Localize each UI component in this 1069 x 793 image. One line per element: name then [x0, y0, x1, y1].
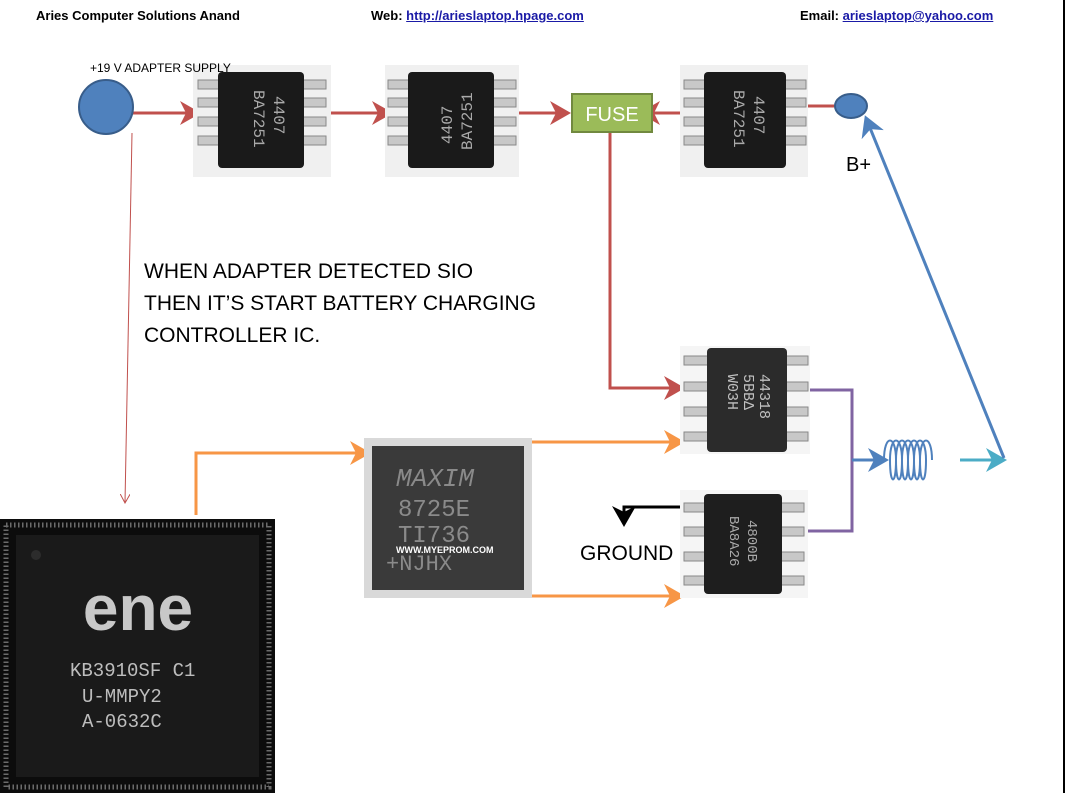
adapter-input-node [78, 79, 134, 135]
q3-mark-2: BA7251 [729, 90, 747, 148]
ground-label: GROUND [580, 542, 674, 565]
q2-mark-1: 4407 [439, 106, 457, 144]
web-link[interactable]: http://arieslaptop.hpage.com [406, 8, 584, 23]
header-web: Web: http://arieslaptop.hpage.com [371, 8, 584, 23]
mosfet-q1: 4407 BA7251 [193, 65, 331, 177]
inductor-coil [883, 439, 933, 481]
q1-mark-2: BA7251 [249, 90, 267, 148]
charger-mark-brand: MAXIM [396, 464, 474, 494]
sio-chip-ene: ene KB3910SF C1 U-MMPY2 A-0632C [0, 519, 275, 793]
email-link[interactable]: arieslaptop@yahoo.com [842, 8, 994, 23]
sio-logo: ene [83, 572, 193, 644]
wire-sio-to-charger [194, 441, 371, 515]
charger-watermark: WWW.MYEPROM.COM [396, 545, 494, 555]
wire-low-mosfet-out [806, 460, 854, 533]
wire-fuse-to-mosfet [608, 132, 685, 400]
wire-adapter-detect [125, 132, 133, 503]
email-label: Email: [800, 8, 840, 23]
wire-to-bplus [861, 115, 1006, 459]
fuse: FUSE [571, 93, 653, 133]
mosfet-q2: 4407 BA7251 [385, 65, 519, 177]
charger-ic-maxim: MAXIM 8725E TI736 WWW.MYEPROM.COM +NJHX [364, 438, 532, 598]
sio-mark-date: A-0632C [82, 711, 162, 733]
explanation-note: WHEN ADAPTER DETECTED SIO THEN IT’S STAR… [144, 256, 536, 352]
mosfet-high-side: 44318 5BBΔ W03H [680, 346, 810, 454]
high-mark-1: 44318 [755, 374, 772, 419]
q2-mark-2: BA7251 [459, 92, 477, 150]
charger-mark-part: 8725E [398, 497, 470, 524]
sio-mark-lot: U-MMPY2 [82, 686, 162, 708]
ground-arrow [612, 505, 684, 527]
header-company: Aries Computer Solutions Anand [36, 8, 240, 23]
control-path-wires [194, 430, 685, 608]
low-mark-2: BA8A26 [725, 516, 741, 566]
charger-mark-code: +NJHX [386, 552, 452, 577]
note-line: THEN IT’S START BATTERY CHARGING [144, 292, 537, 315]
fuse-box [571, 93, 653, 133]
page-edge-divider [1063, 0, 1065, 793]
web-label: Web: [371, 8, 403, 23]
bplus-label: B+ [846, 154, 872, 176]
mosfet-q3: 4407 BA7251 [680, 65, 808, 177]
fuse-label: FUSE [585, 104, 638, 126]
inductor [861, 115, 1007, 481]
header-email: Email: arieslaptop@yahoo.com [800, 8, 993, 23]
low-mark-1: 4800B [743, 520, 759, 562]
high-mark-2: 5BBΔ [739, 374, 756, 410]
sio-mark-part: KB3910SF C1 [70, 660, 195, 682]
note-line: WHEN ADAPTER DETECTED SIO [144, 260, 474, 283]
high-mark-3: W03H [723, 374, 740, 410]
wire-high-mosfet-out [806, 388, 854, 460]
mosfet-low-side: 4800B BA8A26 [680, 490, 808, 598]
q1-mark-1: 4407 [269, 96, 287, 134]
charger-mark-lot: TI736 [398, 523, 470, 550]
adapter-supply-label: +19 V ADAPTER SUPPLY [90, 61, 231, 75]
q3-mark-1: 4407 [749, 96, 767, 134]
switch-node-wires [806, 388, 889, 533]
bplus-node [834, 93, 868, 119]
note-line: CONTROLLER IC. [144, 324, 321, 347]
